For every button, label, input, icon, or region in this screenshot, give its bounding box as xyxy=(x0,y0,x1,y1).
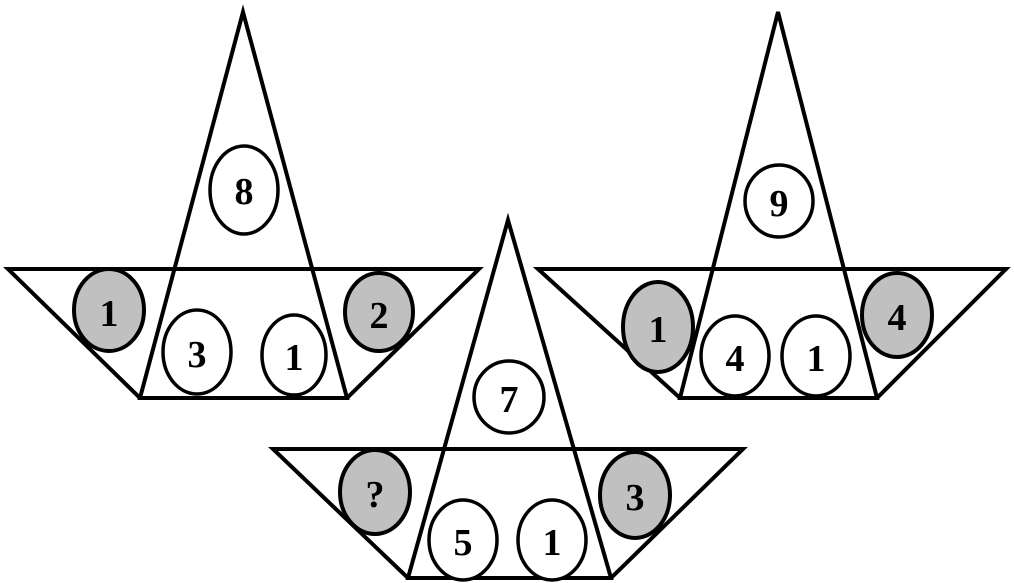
right-shaded-right-number: 4 xyxy=(888,297,907,339)
right-boat-shape xyxy=(532,267,1011,400)
right-shaded-left-circle: 1 xyxy=(621,280,695,374)
right-shaded-right-circle: 4 xyxy=(860,271,934,359)
figure-left: 8 1 3 1 2 xyxy=(3,4,484,400)
left-shaded-right-number: 2 xyxy=(370,295,389,337)
right-inner-left-circle: 4 xyxy=(699,314,771,398)
right-top-circle: 9 xyxy=(743,163,815,239)
figure-middle: 7 ? 5 1 3 xyxy=(268,212,748,582)
middle-inner-left-number: 5 xyxy=(454,522,473,564)
left-top-number: 8 xyxy=(235,171,254,213)
middle-inner-right-number: 1 xyxy=(543,522,562,564)
left-inner-right-circle: 1 xyxy=(260,313,328,397)
middle-shaded-right-number: 3 xyxy=(626,477,645,519)
left-shaded-left-circle: 1 xyxy=(72,267,146,353)
middle-shaded-left-circle: ? xyxy=(338,448,412,536)
middle-triangle-shape xyxy=(405,212,614,580)
left-triangle-shape xyxy=(137,4,350,400)
left-inner-left-number: 3 xyxy=(188,334,207,376)
left-shaded-left-number: 1 xyxy=(100,293,119,335)
middle-shaded-left-number: ? xyxy=(366,474,385,516)
middle-inner-left-circle: 5 xyxy=(427,498,499,582)
figure-right: 9 1 4 1 4 xyxy=(532,11,1011,400)
left-inner-left-circle: 3 xyxy=(161,308,233,396)
middle-top-number: 7 xyxy=(500,379,519,421)
middle-shaded-right-circle: 3 xyxy=(598,450,672,540)
left-shaded-right-circle: 2 xyxy=(343,271,415,353)
right-inner-left-number: 4 xyxy=(726,338,745,380)
left-inner-right-number: 1 xyxy=(285,337,304,379)
right-top-number: 9 xyxy=(770,183,789,225)
right-shaded-left-number: 1 xyxy=(649,309,668,351)
middle-top-circle: 7 xyxy=(472,359,546,435)
right-triangle-shape xyxy=(677,11,880,400)
right-inner-right-circle: 1 xyxy=(780,314,852,398)
middle-inner-right-circle: 1 xyxy=(516,498,588,582)
left-top-circle: 8 xyxy=(208,144,280,236)
right-inner-right-number: 1 xyxy=(807,338,826,380)
